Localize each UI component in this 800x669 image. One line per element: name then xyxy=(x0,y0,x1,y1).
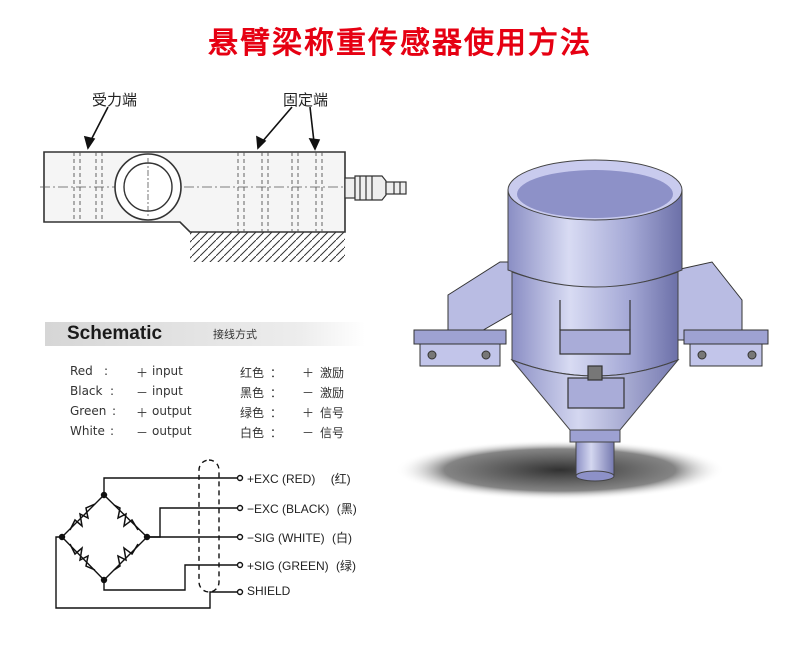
terminal-label: SHIELD xyxy=(247,584,291,598)
schematic-heading: Schematic xyxy=(67,323,163,344)
beam-body xyxy=(43,151,346,233)
fixed-base-hatch xyxy=(190,232,345,262)
wire-en-sign: － xyxy=(136,426,149,440)
terminal-cn: (黑) xyxy=(336,502,357,516)
wire-en-sign: ＋ xyxy=(136,406,149,420)
wire-cn-sep: ： xyxy=(270,406,283,420)
wire-en-func: input xyxy=(152,364,183,378)
wire-en-sep: : xyxy=(104,364,109,378)
wire-cn-func: 激励 xyxy=(320,386,345,400)
wire-cn-func: 信号 xyxy=(320,426,345,440)
wire-en-func: output xyxy=(152,424,192,438)
wire-cn-color: 红色 xyxy=(240,366,265,380)
terminal-sig-plus: +SIG (GREEN) (绿) xyxy=(247,557,356,574)
wire-cn-sep: ： xyxy=(270,366,283,380)
wire-en-sign: ＋ xyxy=(136,366,149,380)
wire-cn-color: 绿色 xyxy=(240,406,265,420)
terminal-cn: (绿) xyxy=(336,559,357,573)
terminal-shield: SHIELD xyxy=(247,584,290,598)
wire-cn-func: 激励 xyxy=(320,366,345,380)
wire-en-func: input xyxy=(152,384,183,398)
wire-cn-color: 黑色 xyxy=(240,386,265,400)
terminal-exc-minus: −EXC (BLACK) (黑) xyxy=(247,500,357,517)
terminal-cn: (红) xyxy=(330,472,351,486)
wire-cn-sep: ： xyxy=(270,386,283,400)
wire-cn-sign: － xyxy=(302,386,315,400)
wire-en-color: White xyxy=(70,424,105,438)
bridge-schematic xyxy=(55,459,244,609)
schematic-subheading: 接线方式 xyxy=(213,328,257,341)
wire-cn-sign: － xyxy=(302,426,315,440)
wire-cn-color: 白色 xyxy=(240,426,265,440)
terminal-label: +EXC (RED) xyxy=(247,472,316,486)
schematic-header: Schematic 接线方式 xyxy=(45,322,365,346)
terminal-exc-plus: +EXC (RED) (红) xyxy=(247,470,351,487)
cable-gland xyxy=(344,175,407,201)
wire-en-sep: : xyxy=(110,384,115,398)
terminal-cn: (白) xyxy=(332,531,353,545)
callout-fixed-end: 固定端 xyxy=(283,91,329,109)
terminal-label: +SIG (GREEN) xyxy=(247,559,329,573)
wire-en-color: Red xyxy=(70,364,93,378)
wire-en-sep: : xyxy=(110,424,115,438)
page-title: 悬臂梁称重传感器使用方法 xyxy=(208,26,592,61)
wire-en-color: Black xyxy=(70,384,103,398)
wire-cn-sign: ＋ xyxy=(302,366,315,380)
terminal-sig-minus: −SIG (WHITE) (白) xyxy=(247,529,352,546)
hopper-illustration xyxy=(395,159,769,500)
wire-en-func: output xyxy=(152,404,192,418)
wire-en-sep: : xyxy=(112,404,117,418)
callout-force-end: 受力端 xyxy=(92,91,138,109)
wire-cn-sign: ＋ xyxy=(302,406,315,420)
wire-en-sign: － xyxy=(136,386,149,400)
wire-en-color: Green xyxy=(70,404,107,418)
beam-diagram xyxy=(40,106,407,262)
wire-cn-func: 信号 xyxy=(320,406,345,420)
terminal-label: −EXC (BLACK) xyxy=(247,502,330,516)
wire-cn-sep: ： xyxy=(270,426,283,440)
terminal-label: −SIG (WHITE) xyxy=(247,531,325,545)
